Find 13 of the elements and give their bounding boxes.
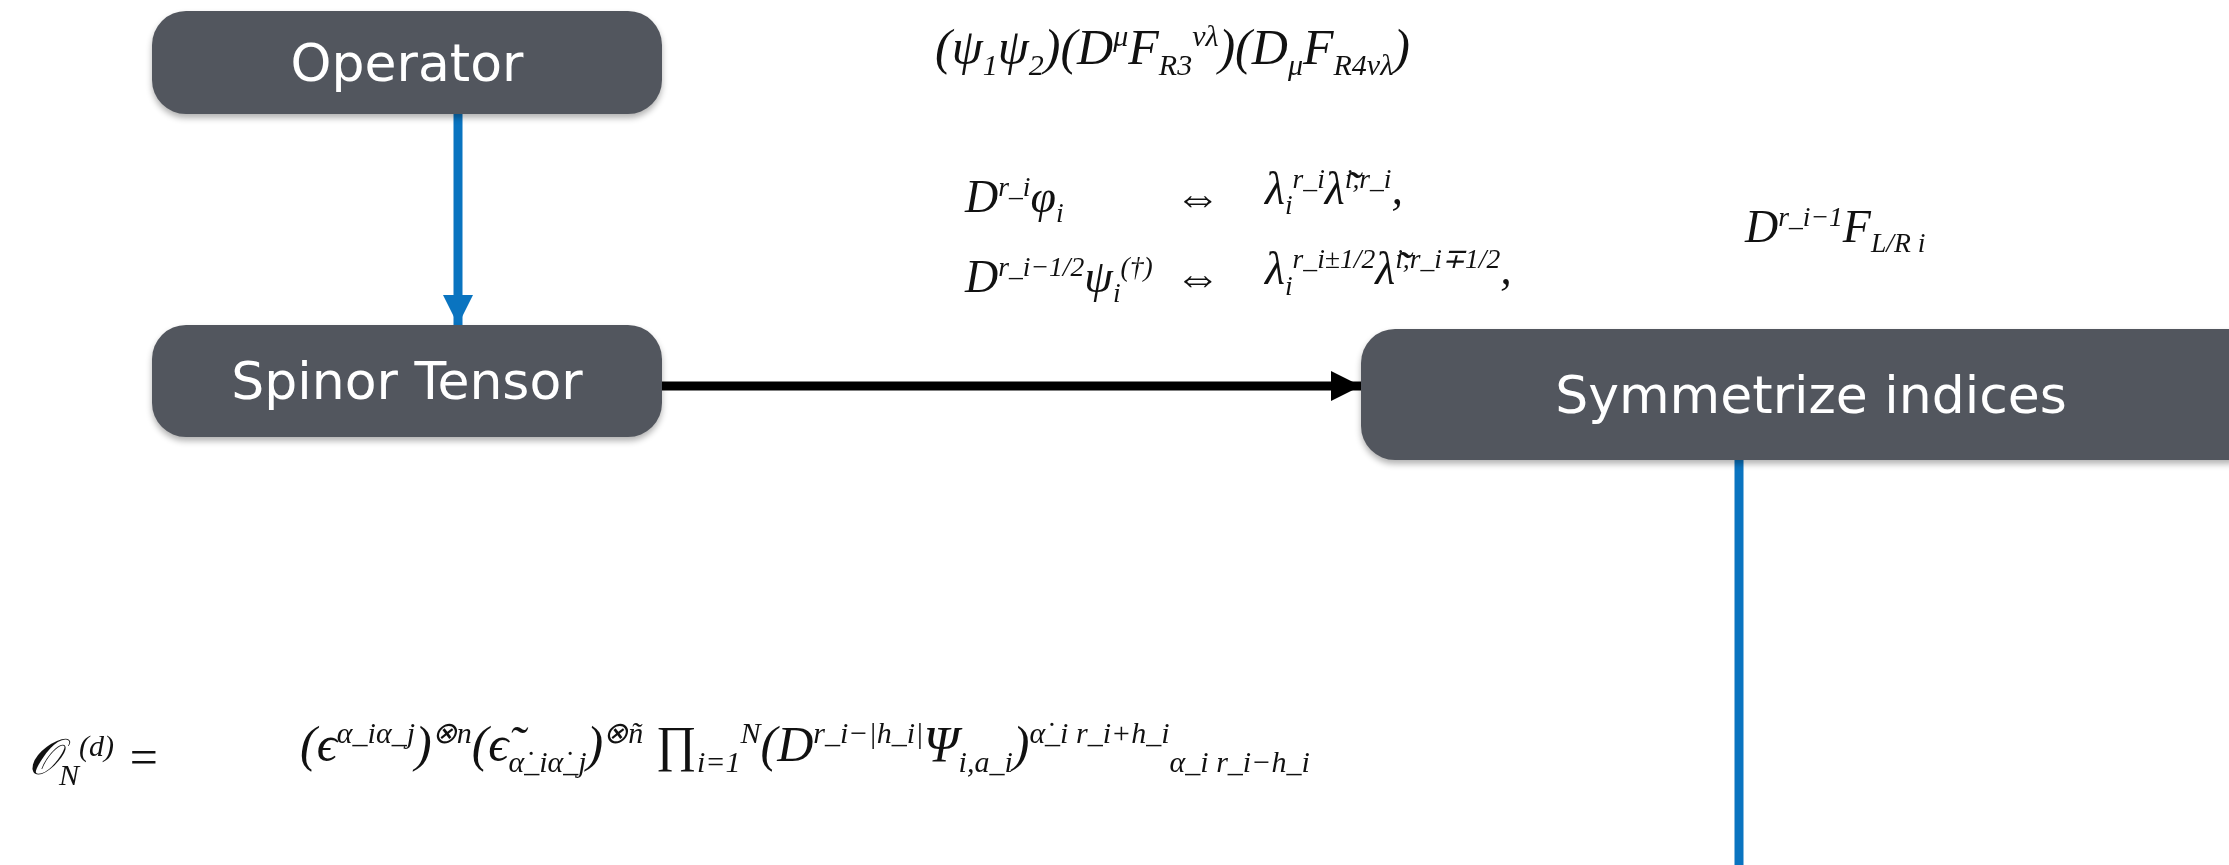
arrow <box>443 114 473 325</box>
math-formula: D$^{r_i}$φ$_{i}$ <box>965 170 1064 230</box>
math-formula: 𝒪$_{N}$$^{(d)}$ = <box>28 728 161 792</box>
equivalence-sign: ⇔ <box>1175 170 1221 223</box>
math-formula: λ$_{i}$$^{r_i}$λ̃$^{i,r_i}$, <box>1265 162 1404 222</box>
process-box: Symmetrize indices <box>1361 329 2229 460</box>
math-formula: (ψ$_{1}$ψ$_{2}$)(D$^{μ}$F$_{R3}$$^{νλ}$)(D$_{μ}$F$_{R4νλ}$) <box>935 18 1410 82</box>
arrow <box>662 371 1361 401</box>
math-formula: λ$_{i}$$^{r_i±1/2}$λ̃$^{i,r_i∓1/2}$, <box>1265 242 1512 302</box>
process-box: Operator <box>152 11 662 114</box>
equivalence-sign: ⇔ <box>1175 250 1221 303</box>
process-box: Spinor Tensor <box>152 325 662 437</box>
math-formula: D$^{r_i−1}$F$_{L/R i}$ <box>1745 200 1926 260</box>
